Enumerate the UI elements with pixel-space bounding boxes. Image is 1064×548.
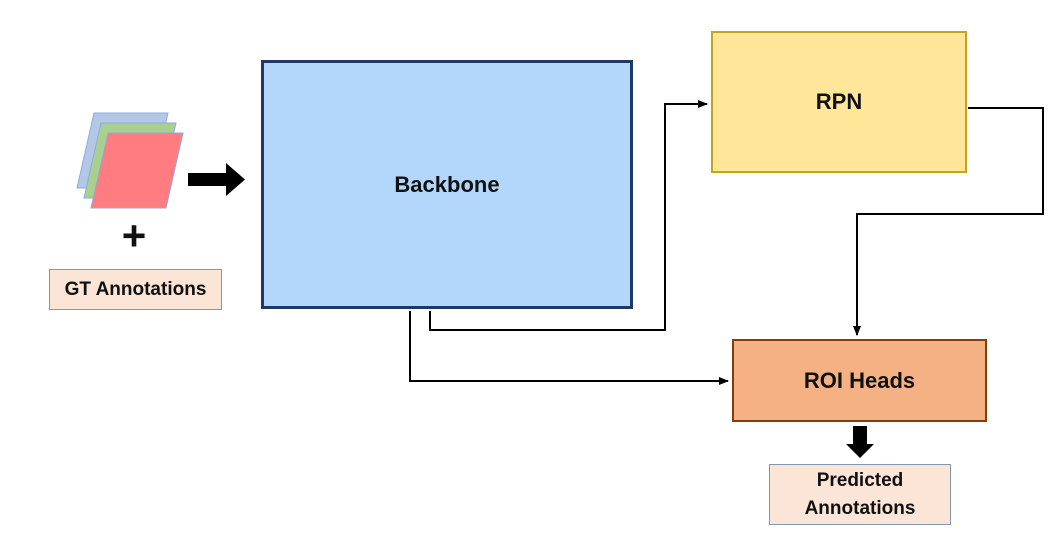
- roi-heads-node: ROI Heads: [732, 339, 987, 422]
- backbone-node: Backbone: [261, 60, 633, 309]
- input-arrow: [188, 163, 245, 196]
- plus-icon: +: [122, 212, 147, 259]
- rpn-to-roi-connector: [853, 107, 1044, 336]
- predicted-annotations-label: Predicted Annotations: [769, 464, 951, 525]
- backbone-to-rpn-connector: [429, 100, 708, 331]
- image-stack-icon: [76, 112, 184, 209]
- image-layer-red: [90, 132, 184, 209]
- backbone-to-roi-connector: [409, 311, 729, 385]
- rpn-node: RPN: [711, 31, 967, 173]
- gt-annotations-label: GT Annotations: [49, 269, 222, 310]
- output-arrow: [846, 426, 874, 458]
